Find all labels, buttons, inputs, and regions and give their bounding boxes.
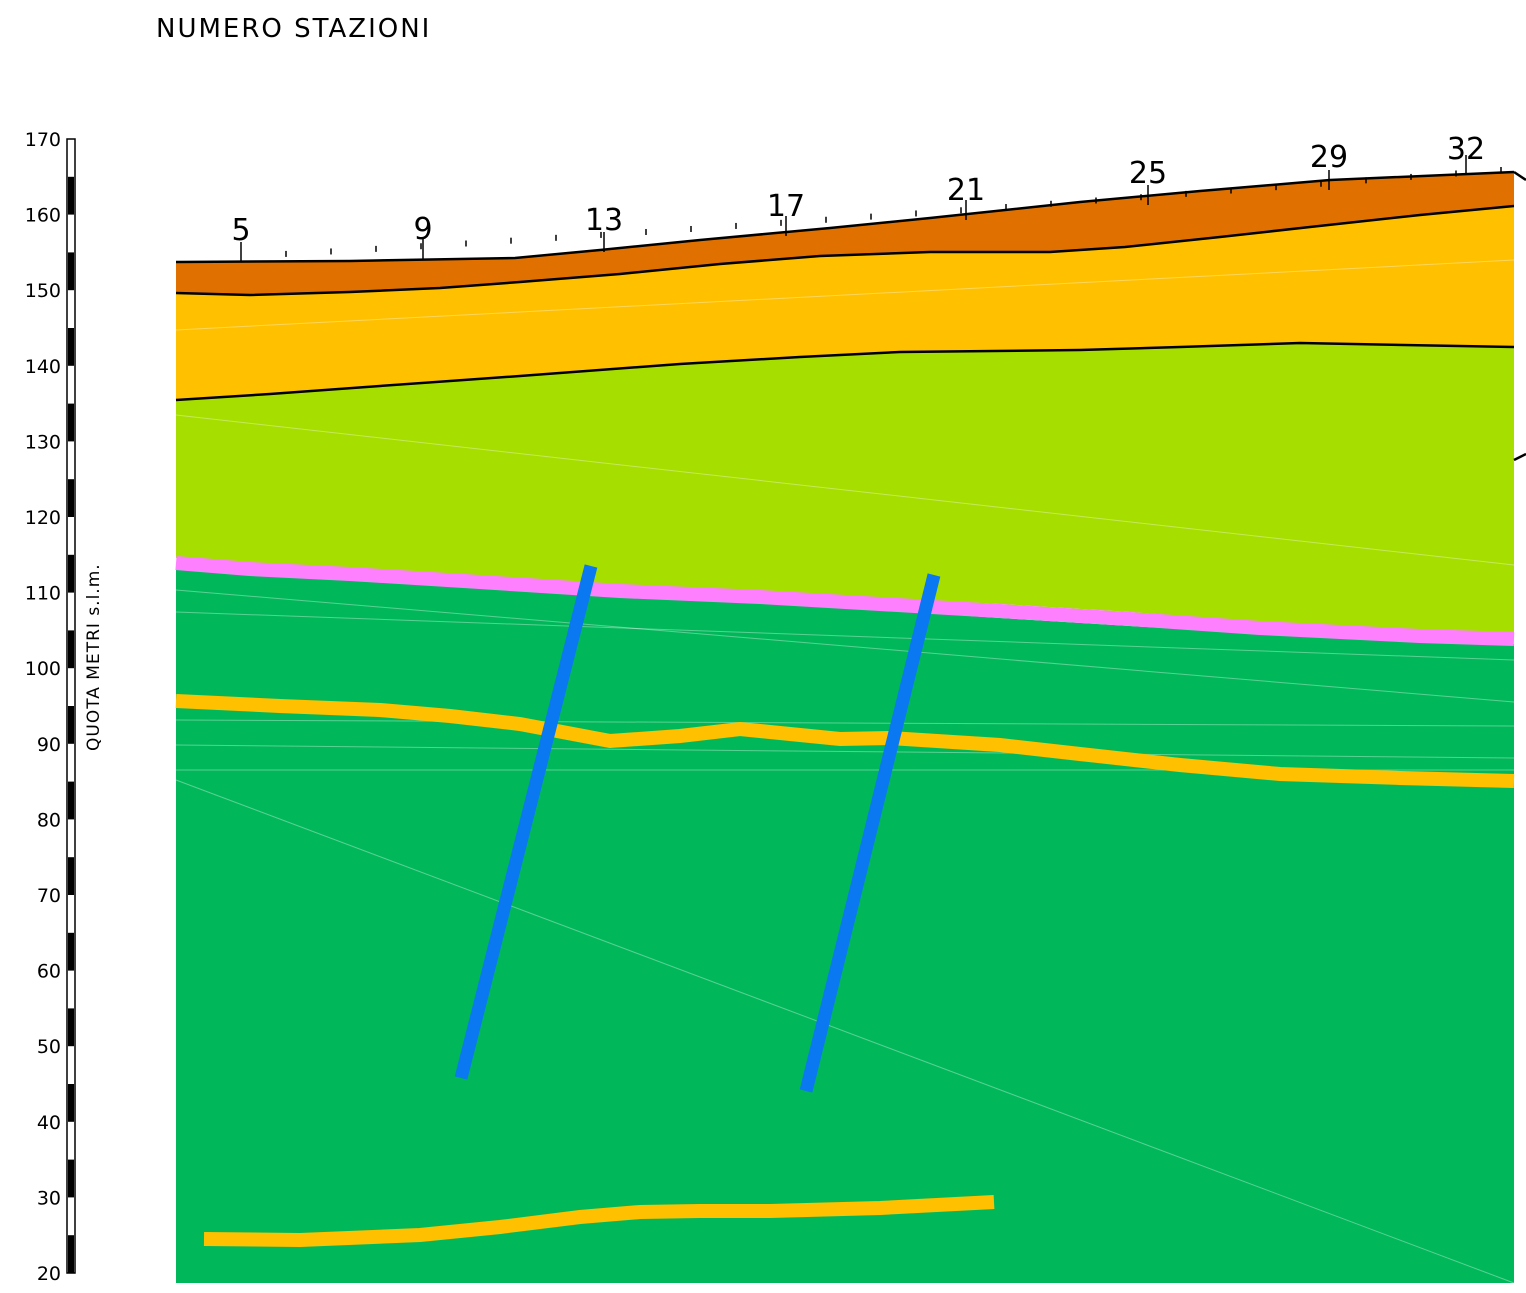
scale-bar-segment [68,1235,74,1273]
fault-line-2 [799,573,941,1093]
scale-bar-segment [68,252,74,291]
boundary-lines [175,170,1526,462]
scale-bar-segment [68,403,74,442]
axis-tick-label: 50 [37,1036,61,1058]
scale-bar-segment [68,479,74,517]
station-label: 25 [1129,156,1167,191]
fault-line-1 [454,564,598,1080]
layer-topsoil [176,172,1514,295]
layer-lime [176,343,1514,635]
axis-tick-label: 120 [25,507,61,529]
scale-bar-segment [68,1159,74,1198]
station-label: 32 [1447,132,1485,167]
layers [175,170,1526,1284]
section-title: NUMERO STAZIONI [156,14,431,44]
axis-tick-label: 40 [37,1112,61,1134]
internal-lines [175,259,1515,1284]
scale-bar-segment [68,932,74,971]
station-labels: 5 9 13 17 21 25 29 32 [231,132,1485,248]
scale-bar-segment [68,630,74,669]
axis-tick-label: 140 [25,356,61,378]
scale-bar-segment [68,1008,74,1047]
axis-tick-label: 100 [25,658,61,680]
axis-tick-label: 110 [25,583,61,605]
station-label: 9 [413,212,432,247]
station-label: 5 [231,213,250,248]
station-label: 17 [767,189,805,224]
axis-tick-label: 60 [37,961,61,983]
axis-tick-label: 130 [25,431,61,453]
scale-bar-segment [68,328,74,366]
axis-title: QUOTA METRI s.l.m. [84,563,104,751]
axis-tick-label: 80 [37,809,61,831]
scale-bar-segment [68,1084,74,1122]
scale-bar-segment [68,706,74,744]
axis-tick-label: 160 [25,205,61,227]
elevation-axis: 170 160 150 140 130 120 110 100 90 80 70 60 50 40 30 20… [25,129,104,1285]
axis-tick-label: 90 [37,734,61,756]
axis-tick-label: 70 [37,885,61,907]
axis-tick-labels: 170 160 150 140 130 120 110 100 90 80 70 60 50 40 30 20 [25,129,61,1285]
scale-bar-segment [68,781,74,820]
axis-tick-label: 150 [25,280,61,302]
scale-bar-segment [68,176,74,215]
scale-bar-segment [68,554,74,593]
axis-tick-label: 30 [37,1187,61,1209]
axis-tick-label: 170 [25,129,61,151]
layer-gravel [176,206,1514,400]
station-label: 21 [947,173,985,208]
station-label: 29 [1310,140,1348,175]
gold-lens-lower [203,1195,995,1248]
scale-bar-segments [68,176,74,1273]
station-label: 13 [585,203,623,238]
station-ticks [240,155,1502,262]
axis-tick-label: 20 [37,1263,61,1285]
pink-band [175,556,1515,646]
scale-bar-segment [68,857,74,895]
gold-lens-upper [175,694,1515,788]
